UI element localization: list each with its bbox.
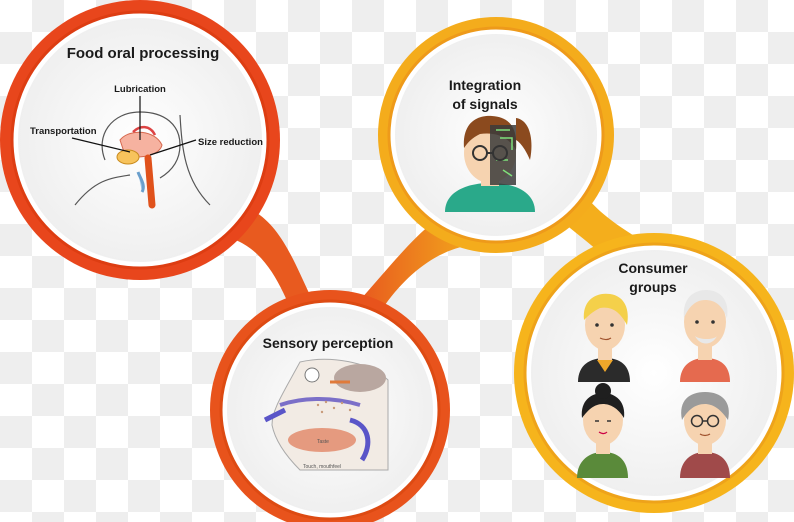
consumer-title-line2: groups <box>629 279 677 295</box>
lubrication-label: Lubrication <box>114 84 166 95</box>
avatar-old-woman <box>680 392 730 478</box>
integration-title-line2: of signals <box>452 96 518 112</box>
node-integration-of-signals: Integration of signals <box>378 17 614 253</box>
node-consumer-groups: Consumer groups <box>514 233 794 513</box>
taste-label: Taste <box>317 439 329 445</box>
brain-head-illustration <box>445 115 535 212</box>
avatar-old-man <box>680 290 730 382</box>
touch-label: Touch, mouthfeel <box>303 464 341 470</box>
integration-title-line1: Integration <box>449 77 521 93</box>
consumer-title-line1: Consumer <box>618 260 688 276</box>
node-sensory-perception: Sensory perception Taste Touch, mouthfee… <box>210 290 450 522</box>
avatar-young-man <box>578 293 630 382</box>
sensory-perception-title: Sensory perception <box>263 335 394 351</box>
head-anatomy-illustration <box>71 96 211 209</box>
transportation-label: Transportation <box>30 126 97 137</box>
size-reduction-label: Size reduction <box>198 137 263 148</box>
node-food-oral-processing: Food oral processing Lubrication Transpo… <box>0 0 280 280</box>
nasal-oral-cavity-illustration: Taste Touch, mouthfeel <box>263 358 389 471</box>
avatar-young-woman <box>577 383 628 478</box>
food-oral-processing-title: Food oral processing <box>67 45 220 62</box>
